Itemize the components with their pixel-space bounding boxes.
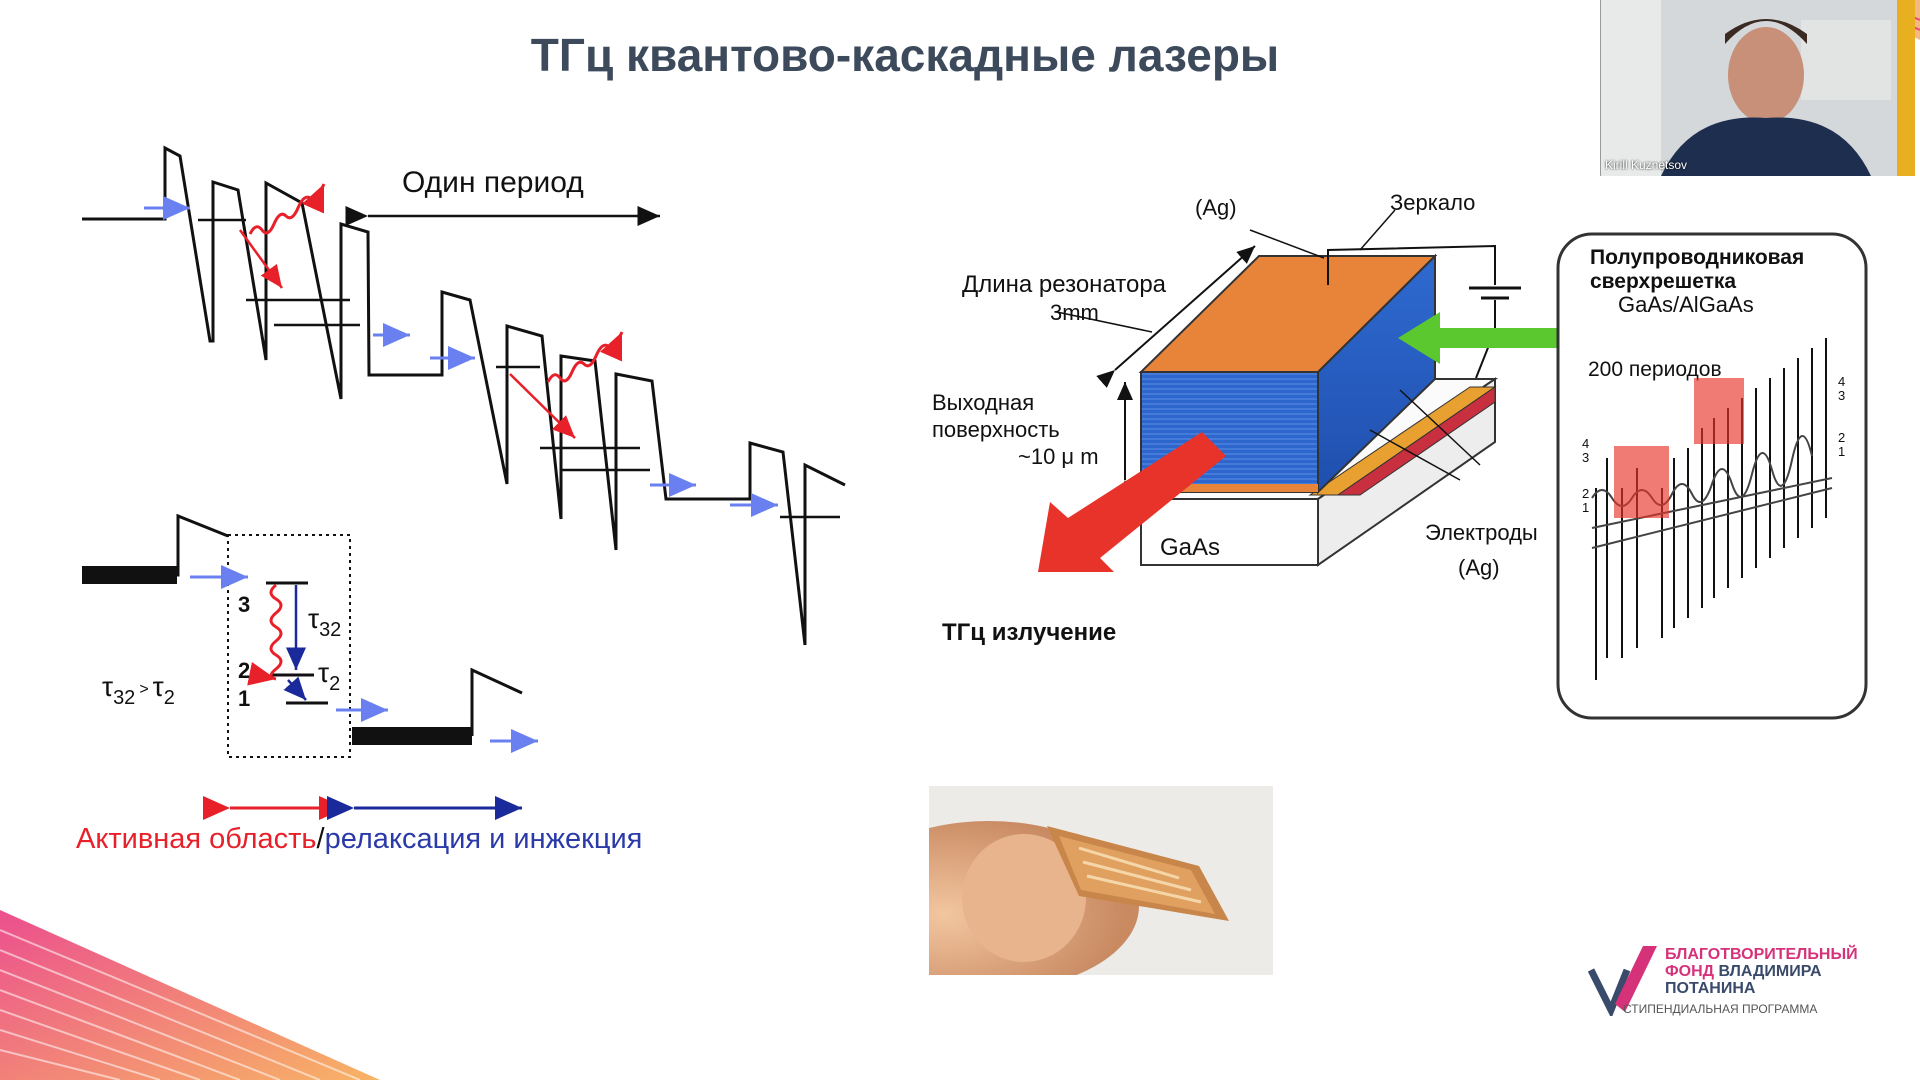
thz-output-label: ТГц излучение [942, 619, 1116, 646]
superlattice-periods: 200 периодов [1588, 358, 1722, 381]
logo-line-3: ПОТАНИНА [1665, 980, 1756, 997]
svg-text:3: 3 [1582, 450, 1589, 465]
svg-text:4: 4 [1838, 374, 1845, 389]
logo-line-2: ФОНД ВЛАДИМИРА [1665, 963, 1822, 980]
superlattice-title-1: Полупроводниковая [1590, 246, 1804, 269]
logo-mark [1587, 946, 1657, 1016]
cavity-length-label: Длина резонатора [962, 271, 1167, 298]
one-period-label: Один период [402, 166, 584, 199]
wavefunction-1 [1614, 446, 1669, 518]
logo-line-1: БЛАГОТВОРИТЕЛЬНЫЙ [1665, 946, 1858, 963]
photon-wave-1 [248, 183, 326, 235]
chip-photo-illustration [929, 786, 1273, 975]
barrier-left [176, 513, 229, 577]
participant-name: Kirill Kuznetsov [1605, 158, 1688, 172]
cavity-length-value: 3mm [1050, 300, 1099, 325]
ag-top-label: (Ag) [1195, 195, 1237, 220]
svg-text:4: 4 [1582, 436, 1589, 451]
injection-arrows [144, 196, 778, 517]
green-pointer-arrow [1398, 312, 1560, 364]
level-3-label: 3 [238, 592, 250, 617]
photon-wave-2 [546, 331, 624, 383]
svg-text:1: 1 [1582, 500, 1589, 515]
logo-line-4: СТИПЕНДИАЛЬНАЯ ПРОГРАММА [1623, 1002, 1818, 1016]
potanin-foundation-logo: БЛАГОТВОРИТЕЛЬНЫЙ ФОНД ВЛАДИМИРА ПОТАНИН… [1585, 938, 1865, 1018]
tau-relation: τ32>τ2 [102, 671, 175, 709]
level-2-label: 2 [238, 658, 250, 683]
tau2-label: τ2 [318, 657, 340, 695]
gaas-label: GaAs [1160, 534, 1220, 561]
output-surface-label-2: поверхность [932, 417, 1060, 442]
output-surface-label-1: Выходная [932, 390, 1034, 415]
band-diagram: Один период 3 2 1 τ32 τ2 τ32>τ2 Активная… [76, 145, 846, 855]
svg-text:3: 3 [1838, 388, 1845, 403]
svg-text:2: 2 [1582, 486, 1589, 501]
thz-output-beam [1038, 432, 1226, 572]
superlattice-title-2: сверхрешетка [1590, 270, 1736, 293]
wavefunction-2 [1694, 378, 1744, 444]
qcl-chip-photo [929, 786, 1273, 975]
electrodes-label: Электроды [1425, 520, 1538, 545]
webcam-feed [1601, 0, 1915, 176]
injector-block-right [352, 727, 472, 745]
energy-levels [198, 218, 840, 519]
svg-text:2: 2 [1838, 430, 1845, 445]
webcam-video-tile[interactable]: Kirill Kuznetsov [1600, 0, 1915, 176]
mirror-label: Зеркало [1390, 190, 1475, 215]
slide-title: ТГц квантово-каскадные лазеры [530, 29, 1280, 81]
decor-stripes-bottom-left [0, 910, 380, 1080]
superlattice-panel: Полупроводниковая сверхрешетка GaAs/AlGa… [1556, 232, 1868, 720]
active-region-box [227, 534, 351, 758]
injector-block-left [82, 566, 177, 584]
superlattice-material: GaAs/AlGaAs [1618, 292, 1754, 317]
superlattice-frame [1556, 232, 1868, 720]
transition-arrows [238, 229, 576, 439]
tau32-label: τ32 [308, 603, 341, 641]
svg-text:1: 1 [1838, 444, 1845, 459]
barrier-right [470, 667, 523, 736]
thickness-label: ~10 μ m [1018, 444, 1099, 469]
electrodes-ag-label: (Ag) [1458, 555, 1500, 580]
photon-wave-3 [247, 583, 283, 686]
qcl-device-diagram: (Ag) Зеркало Длина резонатора 3mm Выходн… [932, 190, 1560, 646]
conduction-band-line [82, 145, 846, 646]
level-1-label: 1 [238, 686, 250, 711]
active-region-caption: Активная область/релаксация и инжекция [76, 823, 642, 855]
